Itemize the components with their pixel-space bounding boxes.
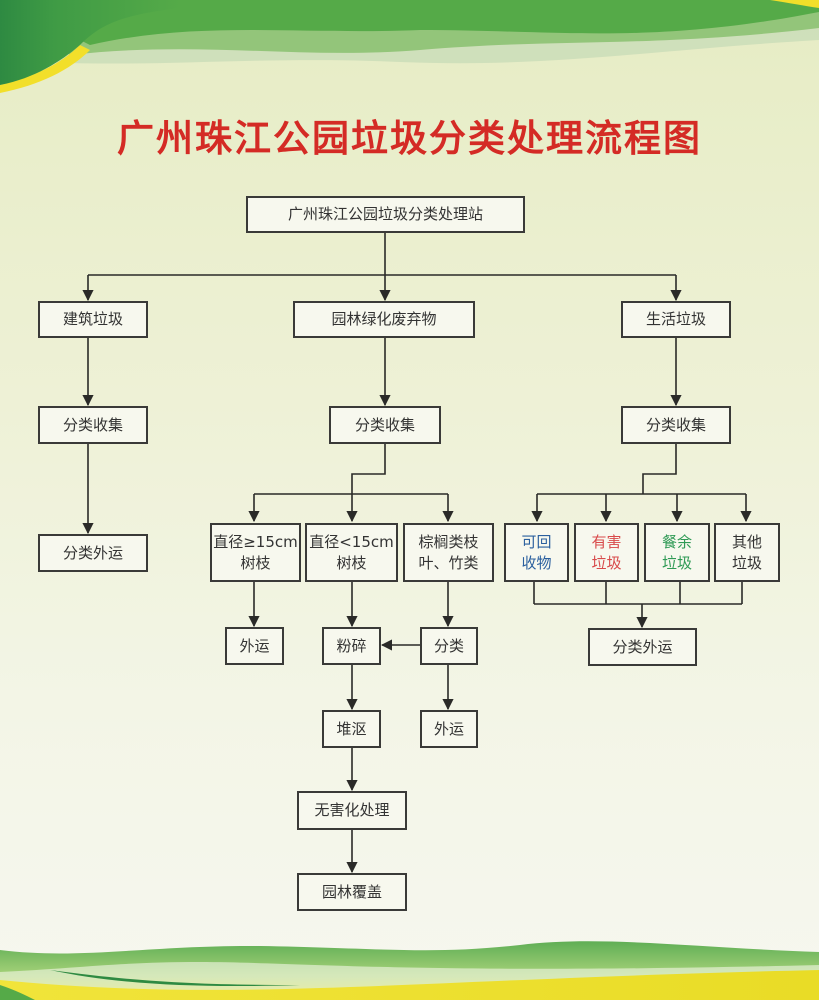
node-greening-collect: 分类收集 bbox=[329, 406, 441, 444]
node-label: 园林覆盖 bbox=[321, 882, 382, 901]
node-domestic-collect: 分类收集 bbox=[621, 406, 731, 444]
node-label: 分类外运 bbox=[612, 637, 673, 656]
node-label-line1: 其他 bbox=[731, 532, 762, 551]
node-label-line1: 直径≥15cm bbox=[213, 532, 298, 551]
node-construction-collect: 分类收集 bbox=[38, 406, 148, 444]
node-label: 分类收集 bbox=[354, 415, 415, 434]
node-root-station: 广州珠江公园垃圾分类处理站 bbox=[246, 196, 525, 233]
node-sort-transport: 外运 bbox=[420, 710, 478, 748]
node-label-line1: 有害 bbox=[591, 532, 622, 551]
node-label: 外运 bbox=[239, 636, 270, 655]
bottom-wave-green-tip bbox=[0, 985, 35, 1000]
node-label-line1: 可回 bbox=[521, 532, 552, 551]
node-label: 无害化处理 bbox=[314, 801, 390, 819]
node-label: 园林绿化废弃物 bbox=[331, 310, 437, 328]
bottom-wave-yellow bbox=[0, 970, 819, 1000]
node-large-transport: 外运 bbox=[225, 627, 284, 665]
node-label-line1: 直径<15cm bbox=[309, 532, 394, 551]
node-branches-large: 直径≥15cm 树枝 bbox=[210, 523, 301, 582]
bottom-wave-dark bbox=[50, 970, 300, 987]
node-label: 分类外运 bbox=[62, 543, 123, 562]
node-other: 其他 垃圾 bbox=[714, 523, 780, 582]
node-label: 堆沤 bbox=[336, 719, 367, 738]
node-crush: 粉碎 bbox=[322, 627, 381, 665]
node-label: 分类 bbox=[433, 636, 464, 655]
node-sort: 分类 bbox=[420, 627, 478, 665]
node-label: 外运 bbox=[433, 719, 464, 738]
node-garden-cover: 园林覆盖 bbox=[297, 873, 407, 911]
node-label-line1: 棕榈类枝 bbox=[418, 532, 479, 551]
node-domestic-waste: 生活垃圾 bbox=[621, 301, 731, 338]
node-palm-bamboo: 棕榈类枝 叶、竹类 bbox=[403, 523, 494, 582]
node-label: 粉碎 bbox=[336, 636, 367, 655]
node-construction-waste: 建筑垃圾 bbox=[38, 301, 148, 338]
node-construction-transport: 分类外运 bbox=[38, 534, 148, 572]
node-label-line2: 垃圾 bbox=[591, 553, 622, 572]
node-label: 建筑垃圾 bbox=[62, 310, 123, 328]
connector-greening-split bbox=[351, 443, 386, 494]
top-wave-yellow-edge bbox=[0, 45, 90, 93]
node-label-line2: 树枝 bbox=[336, 553, 367, 572]
node-hazardous: 有害 垃圾 bbox=[574, 523, 639, 582]
top-wave-dark bbox=[0, 0, 180, 85]
node-domestic-transport: 分类外运 bbox=[588, 628, 697, 666]
node-kitchen: 餐余 垃圾 bbox=[644, 523, 710, 582]
node-root-label: 广州珠江公园垃圾分类处理站 bbox=[287, 205, 483, 223]
node-label-line2: 垃圾 bbox=[661, 553, 692, 572]
connector-domestic-split bbox=[642, 443, 677, 494]
node-harmless-treatment: 无害化处理 bbox=[297, 791, 407, 830]
node-label-line1: 餐余 bbox=[661, 532, 692, 551]
node-compost: 堆沤 bbox=[322, 710, 381, 748]
top-right-yellow bbox=[770, 0, 819, 8]
node-branches-small: 直径<15cm 树枝 bbox=[305, 523, 398, 582]
node-label-line2: 叶、竹类 bbox=[418, 553, 479, 572]
node-label: 分类收集 bbox=[645, 415, 706, 434]
node-label: 生活垃圾 bbox=[645, 310, 706, 328]
node-greening-waste: 园林绿化废弃物 bbox=[293, 301, 475, 338]
page-title: 广州珠江公园垃圾分类处理流程图 bbox=[117, 116, 702, 160]
node-label-line2: 垃圾 bbox=[731, 553, 762, 572]
node-recyclable: 可回 收物 bbox=[504, 523, 569, 582]
top-wave-green bbox=[0, 0, 819, 45]
node-label-line2: 收物 bbox=[521, 553, 552, 572]
node-label-line2: 树枝 bbox=[240, 553, 271, 572]
node-label: 分类收集 bbox=[62, 415, 123, 434]
